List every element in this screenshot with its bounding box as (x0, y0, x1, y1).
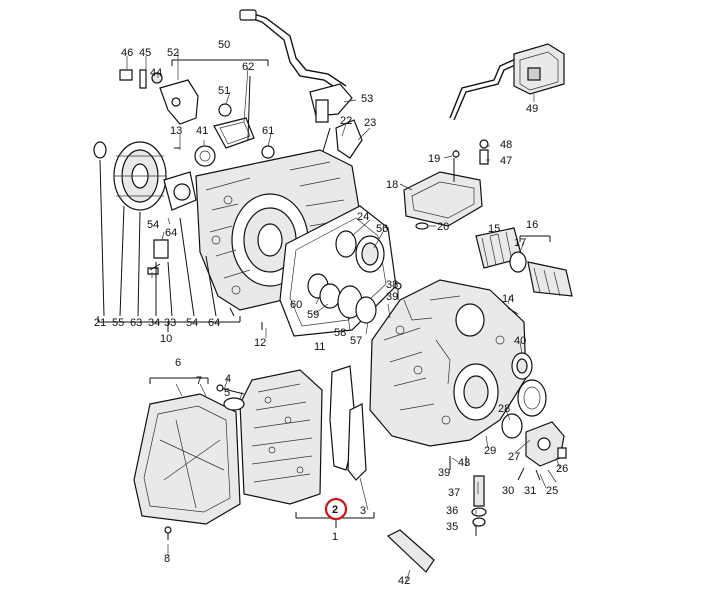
callout-49: 49 (526, 103, 538, 115)
callout-24: 24 (357, 211, 369, 223)
seal-rings (307, 230, 385, 324)
callout-15: 15 (488, 223, 500, 235)
callout-12: 12 (254, 337, 266, 349)
callout-54-upper: 54 (147, 219, 159, 231)
highlight-ring (324, 497, 348, 521)
callout-43: 43 (458, 457, 470, 469)
callout-20: 20 (437, 221, 449, 233)
callout-64-upper: 64 (165, 227, 177, 239)
driveplate-gear (93, 141, 216, 275)
callout-18: 18 (386, 179, 398, 191)
callout-13: 13 (170, 125, 182, 137)
callout-59: 59 (307, 309, 319, 321)
callout-16: 16 (526, 219, 538, 231)
callout-26: 26 (556, 463, 568, 475)
callout-63: 63 (130, 317, 142, 329)
filter-housing-18 (403, 158, 483, 230)
callout-4: 4 (225, 373, 231, 385)
callout-42: 42 (398, 575, 410, 587)
callout-35: 35 (446, 521, 458, 533)
callout-22: 22 (340, 115, 352, 127)
valve-body (223, 369, 323, 505)
callout-14: 14 (502, 293, 514, 305)
callout-31: 31 (524, 485, 536, 497)
bearing-and-seal (501, 352, 547, 439)
gasket-3 (329, 365, 367, 481)
callout-21: 21 (94, 317, 106, 329)
callout-17: 17 (514, 237, 526, 249)
callout-28: 28 (498, 403, 510, 415)
callout-45: 45 (139, 47, 151, 59)
callout-29: 29 (484, 445, 496, 457)
pipe-sensor-assembly (239, 9, 363, 169)
callout-labels: 46 45 52 50 44 62 51 53 13 41 61 22 23 4… (94, 39, 568, 587)
oil-filter (475, 227, 573, 297)
callout-8: 8 (164, 553, 170, 565)
callout-54-lower: 54 (186, 317, 198, 329)
callout-34: 34 (148, 317, 160, 329)
callout-55: 55 (112, 317, 124, 329)
callout-52: 52 (167, 47, 179, 59)
callout-39-upper: 39 (386, 291, 398, 303)
callout-37: 37 (448, 487, 460, 499)
electronics-module-49 (449, 43, 565, 165)
bracket-assembly-group (119, 59, 275, 159)
callout-30: 30 (502, 485, 514, 497)
callout-19: 19 (428, 153, 440, 165)
callout-11: 11 (314, 341, 325, 353)
oil-pan-6 (133, 377, 241, 525)
callout-48: 48 (500, 139, 512, 151)
callout-61: 61 (262, 125, 274, 137)
gearbox-case (369, 279, 527, 447)
callout-38: 38 (386, 279, 398, 291)
callout-25: 25 (546, 485, 558, 497)
callout-36: 36 (446, 505, 458, 517)
callout-62: 62 (242, 61, 254, 73)
callout-7: 7 (196, 375, 202, 387)
callout-10: 10 (160, 333, 172, 345)
leader-lines (126, 52, 561, 583)
callout-47: 47 (500, 155, 512, 167)
callout-56: 56 (376, 223, 388, 235)
callout-33: 33 (164, 317, 176, 329)
callout-50: 50 (218, 39, 230, 51)
callout-3: 3 (360, 505, 366, 517)
bolts (149, 147, 541, 573)
callout-58: 58 (334, 327, 346, 339)
callout-46: 46 (121, 47, 133, 59)
callout-6: 6 (175, 357, 181, 369)
callout-39-lower: 39 (438, 467, 450, 479)
callout-44: 44 (150, 67, 162, 79)
callout-1: 1 (332, 531, 338, 543)
callout-40: 40 (514, 335, 526, 347)
callout-23: 23 (364, 117, 376, 129)
callout-2: 2 (332, 504, 338, 516)
callout-27: 27 (508, 451, 520, 463)
callout-5: 5 (224, 387, 230, 399)
bracket-line-10 (97, 159, 241, 332)
callout-57: 57 (350, 335, 362, 347)
callout-60: 60 (290, 299, 302, 311)
selector-module (525, 421, 567, 467)
callout-51: 51 (218, 85, 230, 97)
callout-41: 41 (196, 125, 208, 137)
highlighted-callout-2[interactable]: 2 (324, 497, 348, 521)
callout-53: 53 (361, 93, 373, 105)
callout-64-lower: 64 (208, 317, 220, 329)
